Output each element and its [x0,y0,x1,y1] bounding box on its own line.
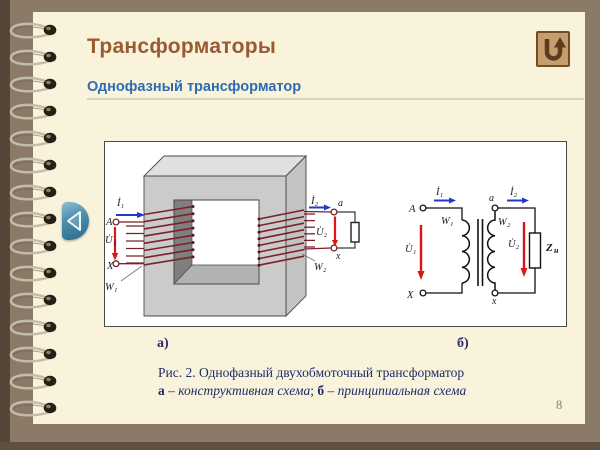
label-zn-sub-b: н [554,246,559,255]
label-i1-b: İ₁ [435,186,443,198]
label-terminal-a-a: a [338,198,343,209]
caption-b-bold: б [317,383,325,398]
circuit-wires-b [426,207,536,294]
caption-sep: ; [310,383,318,398]
secondary-winding [257,209,332,267]
figure-panel: İ₁ A U̇₁ X W₁ İ₂ a U̇₂ x W₂ [104,141,567,327]
label-w2-a: W₂ [314,262,327,273]
label-i2-b: İ₂ [509,186,517,198]
coil-w2-b [486,211,496,290]
caption-a-italic: конструктивная схема [178,383,311,398]
label-terminal-a-b: a [489,193,494,204]
voltage-arrow-u1-b [417,225,425,280]
label-i1-a: İ₁ [116,197,124,209]
load-circuit-a [336,211,360,249]
terminals-a [112,208,338,268]
label-w1-b: W₁ [441,216,453,227]
label-terminal-X-a: X [106,261,114,272]
primary-winding [118,205,195,266]
figure-part-b-label: б) [457,336,469,351]
label-terminal-A-a: A [105,217,113,228]
return-button[interactable] [536,31,570,67]
current-arrow-i1-a [116,212,145,218]
label-terminal-X-b: X [406,290,414,301]
caption-dash1: – [164,383,179,398]
label-terminal-x-a: x [335,251,341,262]
coil-w1-b [461,219,471,284]
current-arrow-i2-b [507,197,529,204]
subtitle-divider [87,98,584,100]
notebook-cover-bottom-edge [0,442,600,450]
label-u2-a: U̇₂ [316,226,328,238]
current-arrow-i1-b [434,197,456,204]
load-impedance-box-b [528,232,542,269]
label-u1-b: U̇₁ [405,243,416,255]
caption-dash2: – [324,383,338,398]
pointer-lines-a [120,253,316,282]
label-terminal-x-b: x [491,296,497,307]
label-u2-b: U̇₂ [508,238,520,250]
voltage-arrow-u2-b [520,222,528,277]
label-u1-a: U̇₁ [105,234,116,246]
u-turn-arrow-icon [544,37,566,61]
label-zn-base-b: Z [545,242,553,254]
transformer-core-3d [142,154,308,318]
label-i2-a: İ₂ [310,195,318,207]
page-number: 8 [556,398,563,412]
slide-title: Трансформаторы [87,35,277,58]
slide-subtitle: Однофазный трансформатор [87,79,302,95]
notebook-cover-left-edge [0,0,10,450]
caption-b-italic: принципиальная схема [337,383,467,398]
voltage-arrow-u1-a [111,227,119,261]
back-button[interactable] [62,202,89,240]
figure-caption-line1: Рис. 2. Однофазный двухобмоточный трансф… [158,365,465,380]
figure-part-a-label: а) [157,336,169,351]
triangle-left-icon [67,211,81,231]
terminals-b [419,204,499,297]
label-terminal-A-b: A [408,204,416,215]
current-arrow-i2-a [309,204,331,211]
voltage-arrow-u2-a [332,216,338,247]
label-w2-b: W₂ [498,217,511,228]
label-w1-a: W₁ [105,282,117,293]
caption-a-bold: а [158,383,165,398]
core-bars-b [477,219,484,286]
figure-caption-line2: а – конструктивная схема; б – принципиал… [158,383,466,399]
